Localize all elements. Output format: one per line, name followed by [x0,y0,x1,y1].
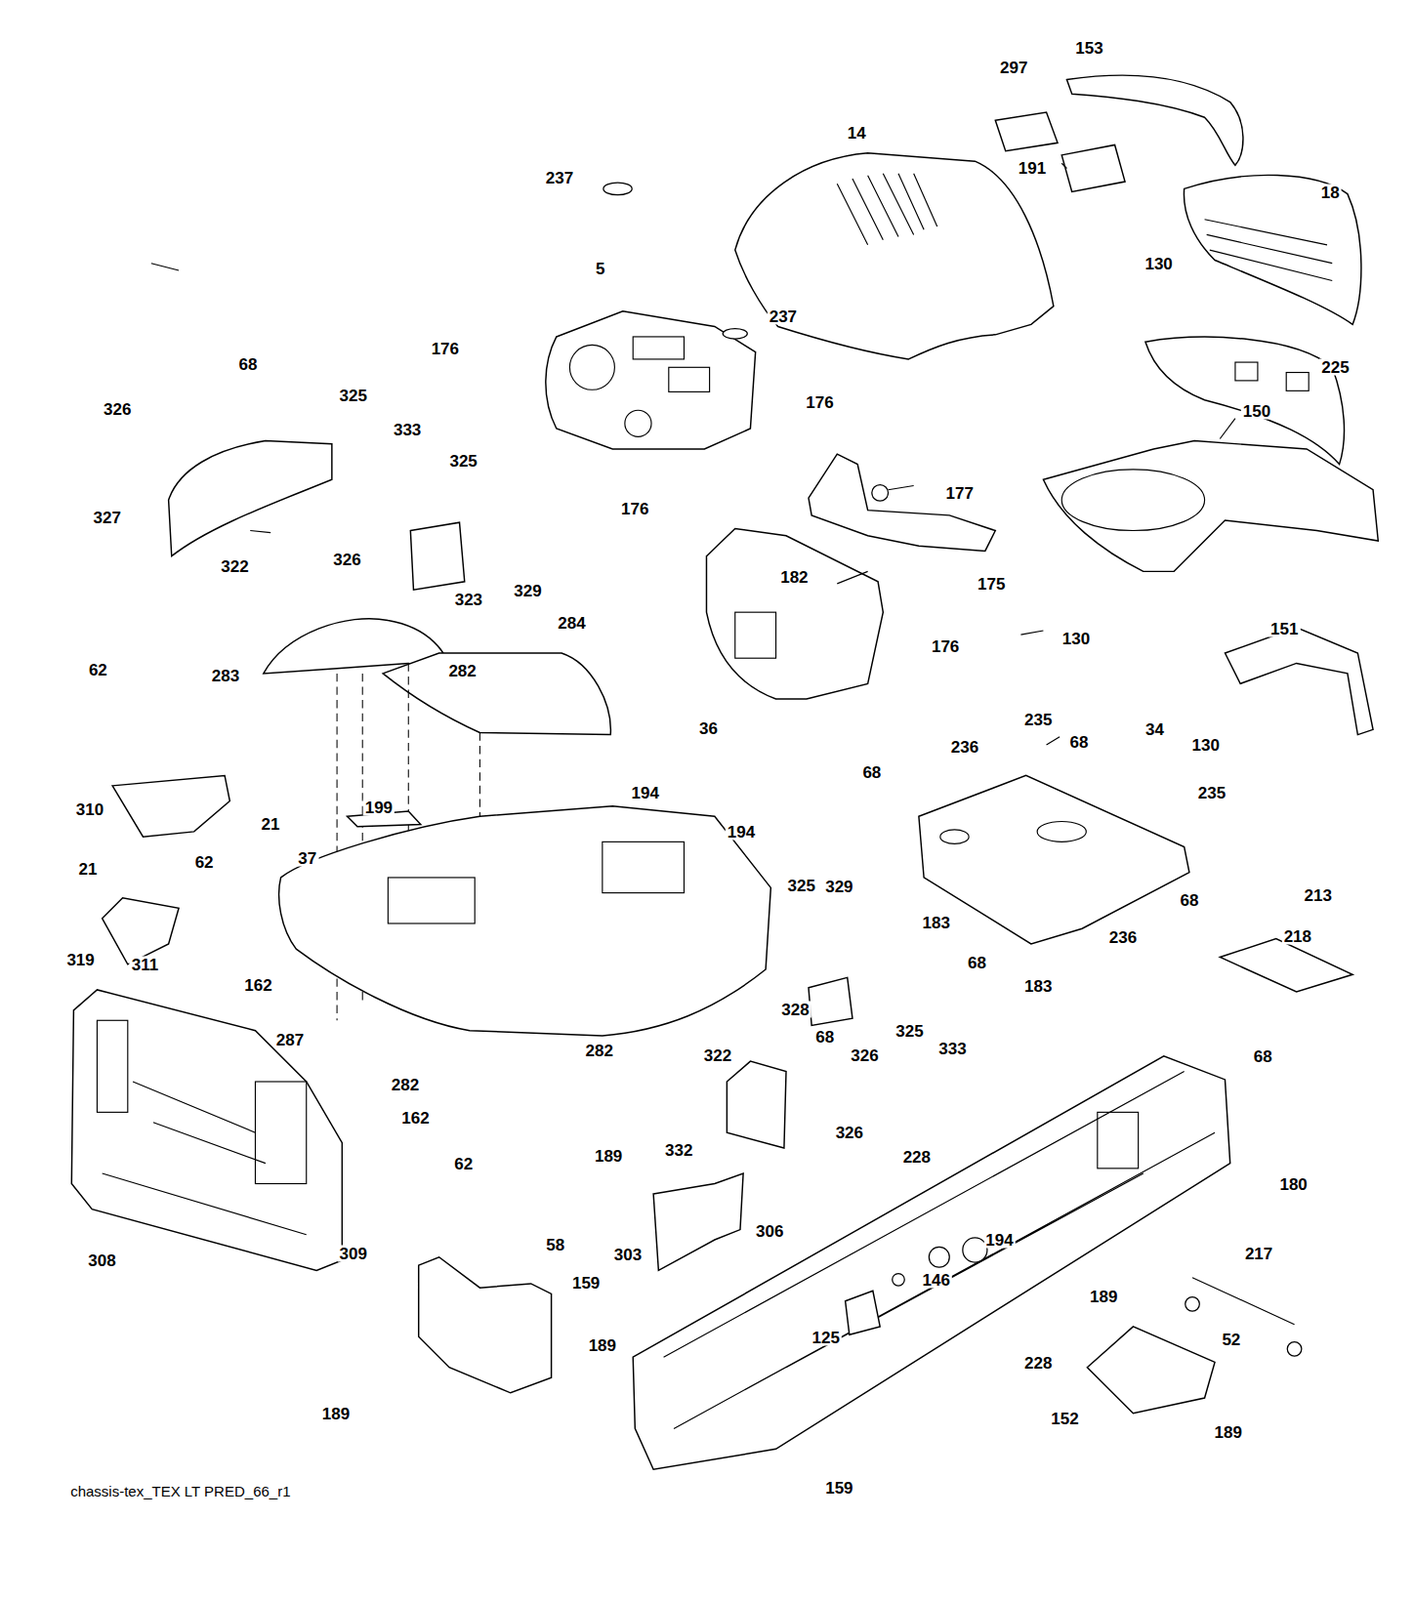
callout-number: 213 [1302,886,1334,904]
callout-number: 282 [583,1041,616,1059]
callout-number: 199 [363,798,395,816]
callout-number: 194 [629,785,662,802]
callout-number: 329 [511,582,543,600]
drawing-caption: chassis-tex_TEX LT PRED_66_r1 [70,1484,291,1499]
callout-number: 68 [1068,733,1091,750]
callout-number: 189 [1212,1423,1245,1441]
callout-number: 152 [1048,1410,1081,1427]
callout-number: 68 [1178,891,1202,909]
callout-number: 62 [193,854,216,872]
callout-number: 68 [860,764,883,782]
callout-number: 282 [389,1077,421,1094]
callout-number: 18 [1319,183,1342,201]
callout-number: 175 [975,575,1007,592]
callout-number: 325 [786,877,818,895]
callout-number: 162 [242,976,274,994]
callout-number: 58 [543,1237,567,1254]
callout-number: 183 [920,914,953,931]
callout-number: 34 [1143,721,1166,739]
callout-number: 309 [337,1245,370,1262]
callout-number: 125 [810,1330,842,1347]
callout-number: 325 [337,386,370,404]
callout-number: 218 [1282,927,1314,945]
callout-number: 228 [1022,1355,1054,1373]
callout-number: 332 [663,1142,695,1160]
callout-number: 328 [779,1000,811,1018]
callout-number: 282 [446,662,478,679]
callout-number: 333 [936,1039,968,1057]
callout-number: 283 [209,666,242,684]
callout-number: 159 [823,1480,855,1498]
callout-number: 326 [833,1124,866,1142]
callout-number: 235 [1196,785,1228,802]
callout-number: 159 [570,1274,602,1291]
callout-number: 326 [101,401,133,418]
callout-number: 5 [593,259,607,277]
callout-number: 191 [1016,160,1048,177]
callout-number: 228 [901,1149,933,1166]
callout-number: 319 [64,951,96,968]
callout-number: 183 [1022,977,1054,995]
callout-number: 237 [767,308,799,326]
callout-number: 189 [586,1336,619,1354]
callout-number: 236 [949,739,981,756]
callout-number: 237 [543,168,576,186]
callout-number: 153 [1073,40,1105,57]
callout-number: 68 [965,954,989,971]
callout-number: 180 [1277,1175,1309,1193]
callout-number: 177 [944,484,976,501]
callout-number: 194 [983,1232,1015,1249]
callout-number: 21 [259,815,283,832]
callout-number: 176 [929,637,961,655]
callout-number: 162 [399,1109,431,1126]
callout-number: 68 [813,1029,836,1046]
callout-number: 326 [331,550,363,568]
callout-number: 217 [1243,1245,1275,1262]
callout-number: 333 [391,421,423,439]
callout-number: 151 [1268,620,1300,637]
callout-number: 146 [920,1271,953,1289]
callout-number: 311 [129,956,161,973]
callout-number: 176 [619,499,651,517]
callout-number: 325 [893,1022,925,1040]
callout-number: 310 [74,800,106,818]
callout-number: 236 [1107,928,1139,946]
callout-number: 287 [274,1032,306,1049]
callout-number: 14 [845,124,869,141]
callout-number: 297 [998,58,1030,76]
callout-number: 326 [848,1046,880,1064]
callout-number: 306 [753,1222,786,1240]
callout-number: 189 [1087,1288,1120,1305]
callout-number: 68 [1251,1047,1275,1065]
callout-number: 194 [725,823,757,840]
callout-number: 130 [1142,254,1174,272]
callout-number: 62 [452,1155,475,1172]
callout-number: 235 [1022,710,1054,728]
callout-number: 308 [85,1251,118,1269]
callout-number: 130 [1060,630,1092,648]
callout-number: 130 [1190,737,1222,754]
callout-number: 189 [592,1148,624,1165]
callout-number: 325 [447,453,479,470]
callout-number: 68 [237,356,260,374]
callout-number: 323 [453,590,485,608]
callout-number: 176 [429,340,461,358]
callout-number: 52 [1219,1331,1243,1349]
callout-number: 322 [702,1046,734,1064]
callout-number: 37 [295,850,319,868]
callout-number: 189 [320,1405,352,1422]
callout-number: 21 [76,860,99,877]
callout-number: 303 [612,1246,644,1263]
callout-number: 329 [823,878,855,896]
callout-number: 150 [1241,403,1273,420]
callout-number: 322 [218,558,250,576]
callout-number: 62 [86,661,110,678]
callout-number: 327 [91,508,124,526]
callout-number: 36 [697,720,720,738]
callout-number: 284 [555,614,587,631]
callout-number: 225 [1319,359,1351,376]
callout-number: 176 [803,393,835,411]
callout-number: 182 [778,568,810,585]
